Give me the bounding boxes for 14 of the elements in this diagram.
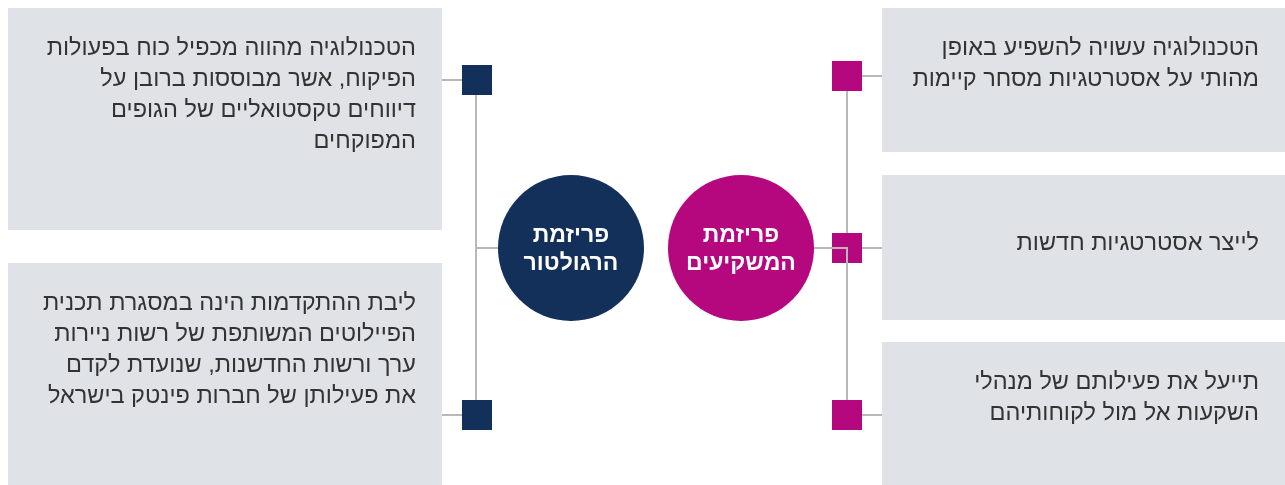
text-box bbox=[8, 263, 442, 485]
box-text: תייעל את פעילותם של מנהלי השקעות אל מול לקוחותיהם bbox=[973, 367, 1259, 427]
box-text: ליבת ההתקדמות הינה במסגרת תכנית הפיילוטים המשותפת של רשות ניירות ערך ורשות החדשנות, שנועדת לקדם את פעילותן של חברות פינטק בישראל bbox=[42, 288, 416, 410]
box-text: הטכנולוגיה עשויה להשפיע באופן מהותי על אסטרטגיות מסחר קיימות bbox=[912, 33, 1259, 93]
box-text: לייצר אסטרטגיות חדשות bbox=[1015, 228, 1259, 257]
connector-line bbox=[813, 247, 883, 430]
text-box bbox=[882, 342, 1285, 485]
circle-title: פריזמת הרגולטור bbox=[522, 220, 620, 276]
text-box bbox=[882, 8, 1285, 152]
box-text: הטכנולוגיה מהווה מכפיל כוח בפעולות הפיקוח, אשר מבוססות ברובן על דיווחים טקסטואליים של הגופים המפוקחים bbox=[45, 33, 416, 155]
text-box bbox=[882, 175, 1285, 320]
circle-title: פריזמת המשקיעים bbox=[685, 220, 797, 276]
connector-line bbox=[441, 247, 499, 430]
text-box bbox=[8, 8, 442, 230]
